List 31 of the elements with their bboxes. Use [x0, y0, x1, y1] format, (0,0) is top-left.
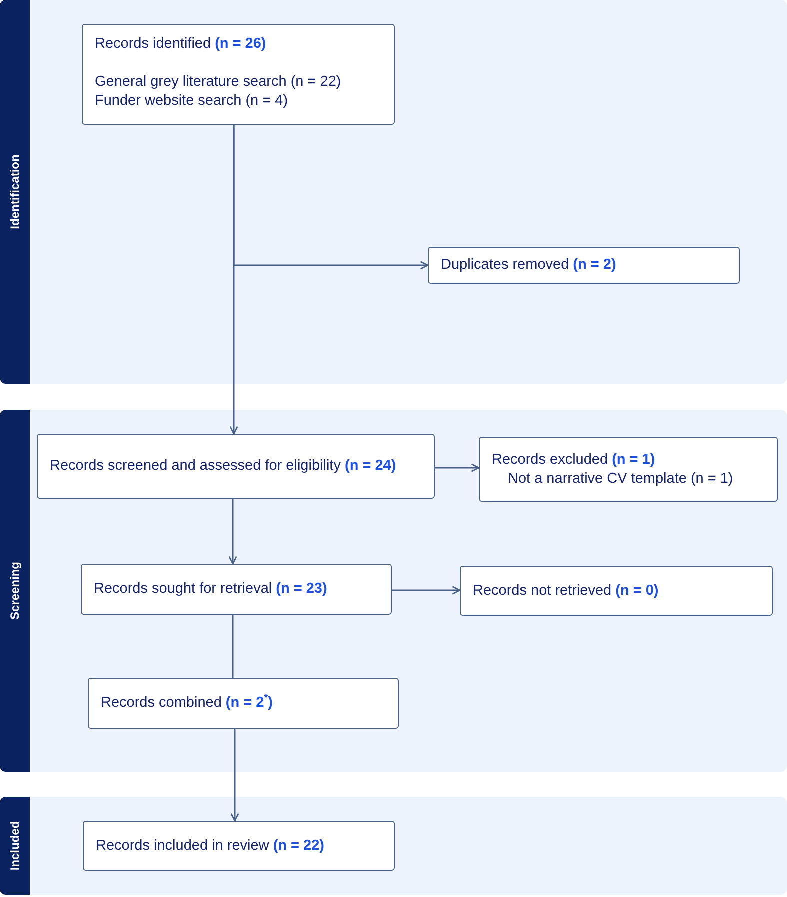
process-box — [83, 821, 395, 871]
box-detail-text: General grey literature search (n = 22) — [95, 73, 342, 92]
process-box — [81, 564, 392, 615]
box-text: Records combined (n = 2$^{*}$) — [101, 694, 274, 713]
box-text: Records sought for retrieval (n = 23) — [94, 580, 328, 599]
box-text: Records screened and assessed for eligibility (n = 24) — [50, 457, 398, 476]
box-detail-text: Not a narrative CV template (n = 1) — [507, 470, 734, 488]
arrow — [435, 464, 480, 472]
arrow — [230, 125, 238, 435]
section-label: Screening — [8, 562, 22, 620]
box-text: Records excluded (n = 1) — [492, 450, 656, 470]
box-text: Records not retrieved (n = 0) — [473, 582, 660, 600]
arrow — [230, 729, 240, 822]
connector-line — [232, 615, 234, 678]
arrow — [392, 586, 461, 595]
process-box — [479, 437, 778, 502]
process-box — [460, 566, 773, 616]
process-box — [82, 24, 395, 125]
box-detail-text: Funder website search (n = 4) — [95, 92, 290, 111]
box-text: Records identified (n = 26) — [95, 35, 268, 54]
arrow — [228, 499, 238, 565]
box-text: Duplicates removed (n = 2) — [441, 256, 618, 275]
process-box — [88, 678, 399, 729]
box-text: Records included in review (n = 22) — [96, 836, 326, 856]
section-band — [0, 410, 787, 772]
process-box — [428, 247, 740, 284]
section-band — [0, 0, 787, 384]
process-box — [37, 434, 435, 499]
section-band — [0, 797, 787, 895]
section-label: Identification — [8, 154, 22, 230]
section-label: Included — [8, 821, 22, 871]
